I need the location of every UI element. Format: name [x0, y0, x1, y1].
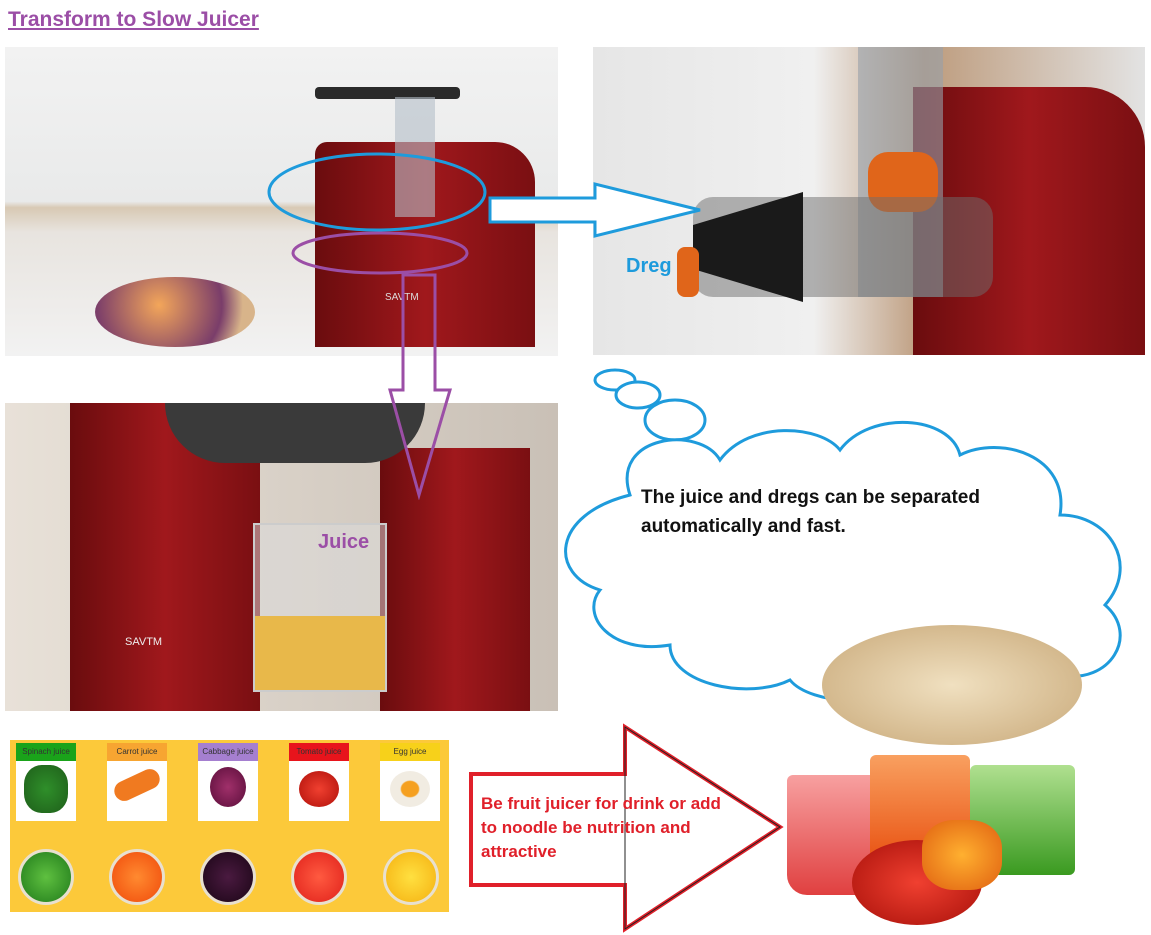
page-title: Transform to Slow Juicer	[8, 8, 259, 31]
brand-logo: SAVTM	[125, 636, 163, 648]
cloud-text: The juice and dregs can be separated aut…	[641, 487, 980, 537]
spinach-image	[24, 765, 68, 813]
juicer-drum	[165, 403, 425, 463]
juice-card-label: Spinach juice	[16, 743, 76, 761]
dreg-label: Dreg	[626, 255, 672, 277]
juicer-lid	[315, 87, 460, 99]
tomato-image	[299, 771, 339, 807]
dreg-pulp	[677, 247, 699, 297]
juice-card-carrot: Carrot juice	[107, 743, 167, 821]
arrow-right-icon	[488, 182, 701, 238]
noodle-board	[822, 625, 1082, 745]
juice-varieties-panel: Spinach juice Carrot juice Cabbage juice…	[10, 740, 449, 912]
tomato-juice-glass	[291, 849, 347, 905]
juice-and-noodle-photo	[782, 625, 1090, 930]
callout-ellipse-purple	[291, 231, 469, 275]
juice-card-egg: Egg juice	[380, 743, 440, 821]
callout-shapes	[267, 152, 487, 275]
arrow-text: Be fruit juicer for drink or add to nood…	[481, 794, 721, 861]
fruit-bowl	[95, 277, 255, 347]
juice-card-label: Carrot juice	[107, 743, 167, 761]
cabbage-image	[210, 767, 246, 807]
juice-card-tomato: Tomato juice	[289, 743, 349, 821]
carrot-juice-glass	[109, 849, 165, 905]
big-arrow-right-icon	[469, 723, 784, 933]
pepper	[922, 820, 1002, 890]
egg-juice-glass	[383, 849, 439, 905]
juice-label: Juice	[318, 531, 370, 553]
juicer-body-right	[380, 448, 530, 711]
callout-ellipse-blue	[267, 152, 487, 232]
carrot-image	[111, 765, 163, 805]
spinach-juice-glass	[18, 849, 74, 905]
cabbage-juice-glass	[200, 849, 256, 905]
juice-glass	[253, 523, 387, 692]
juice-card-label: Cabbage juice	[198, 743, 258, 761]
juice-card-label: Egg juice	[380, 743, 440, 761]
juicer-photo-overview: SAVTM	[5, 47, 558, 356]
arrow-down-icon	[388, 273, 453, 500]
juicer-photo-juice: SAVTM Juice	[5, 403, 558, 711]
juice-card-spinach: Spinach juice	[16, 743, 76, 821]
juice-card-cabbage: Cabbage juice	[198, 743, 258, 821]
juicer-photo-closeup: Dreg	[593, 47, 1145, 355]
juice-card-label: Tomato juice	[289, 743, 349, 761]
egg-image	[390, 771, 430, 807]
